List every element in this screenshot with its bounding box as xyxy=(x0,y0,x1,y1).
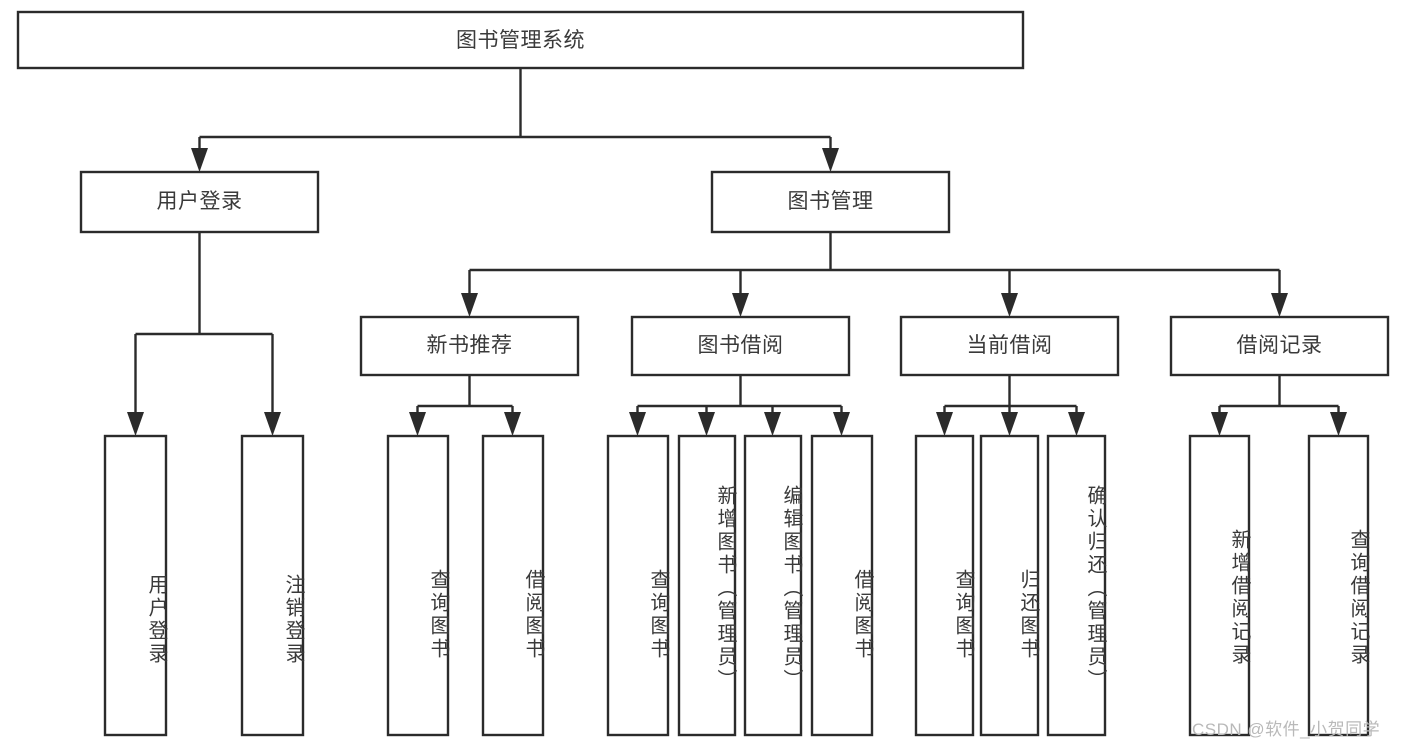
node-book-borrow-label: 图书借阅 xyxy=(698,334,784,357)
arrow-head-leaf-confirm-return-admin xyxy=(1068,412,1085,436)
leaf-box-add-borrow-record[interactable] xyxy=(1188,434,1251,737)
node-current-borrow-label: 当前借阅 xyxy=(967,334,1053,357)
leaf-box-borrow-book-1[interactable] xyxy=(481,434,545,737)
arrow-head-borrow-record xyxy=(1271,293,1288,317)
connector-group-book-borrow xyxy=(629,375,850,436)
leaf-box-user-login[interactable] xyxy=(103,434,168,737)
leaf-box-query-book-1[interactable] xyxy=(386,434,450,737)
arrow-head-leaf-edit-book-admin xyxy=(764,412,781,436)
arrow-head-leaf-query-book-2 xyxy=(629,412,646,436)
node-book-management-box xyxy=(710,170,951,234)
csdn-watermark: CSDN @软件_小贺同学 xyxy=(1192,720,1381,739)
node-new-book-recommend-label: 新书推荐 xyxy=(427,334,513,357)
node-book-management-label: 图书管理 xyxy=(788,190,874,213)
arrow-head-leaf-borrow-book-1 xyxy=(504,412,521,436)
connector-group-root xyxy=(191,68,839,172)
arrow-head-current-borrow xyxy=(1001,293,1018,317)
leaf-box-logout-login[interactable] xyxy=(240,434,305,737)
leaf-boxes xyxy=(103,434,1370,737)
node-book-management[interactable]: 图书管理 xyxy=(710,170,951,234)
arrow-head-leaf-logout-login xyxy=(264,412,281,436)
leaf-box-query-book-2[interactable] xyxy=(606,434,670,737)
leaf-box-confirm-return-admin[interactable] xyxy=(1046,434,1107,737)
arrow-head-book-management xyxy=(822,148,839,172)
node-current-borrow[interactable]: 当前借阅 xyxy=(899,315,1120,377)
connector-group-user-login xyxy=(127,232,281,436)
arrow-head-book-borrow xyxy=(732,293,749,317)
leaf-box-query-borrow-record[interactable] xyxy=(1307,434,1370,737)
node-root-title[interactable]: 图书管理系统 xyxy=(16,10,1025,70)
arrow-head-leaf-add-borrow-record xyxy=(1211,412,1228,436)
node-new-book-recommend[interactable]: 新书推荐 xyxy=(359,315,580,377)
leaf-box-add-book-admin[interactable] xyxy=(677,434,737,737)
connector-group-borrow-record xyxy=(1211,375,1347,436)
connector-group-new-book-recommend xyxy=(409,375,521,436)
node-borrow-record[interactable]: 借阅记录 xyxy=(1169,315,1390,377)
leaf-box-query-book-3[interactable] xyxy=(914,434,975,737)
leaf-box-edit-book-admin[interactable] xyxy=(743,434,803,737)
node-new-book-recommend-box xyxy=(359,315,580,377)
connector-group-book-management xyxy=(461,232,1288,317)
node-root-title-label: 图书管理系统 xyxy=(456,29,585,52)
arrow-head-leaf-query-borrow-record xyxy=(1330,412,1347,436)
arrow-head-user-login xyxy=(191,148,208,172)
connector-group-current-borrow xyxy=(936,375,1085,436)
node-user-login-label: 用户登录 xyxy=(157,190,243,213)
arrow-head-leaf-add-book-admin xyxy=(698,412,715,436)
arrow-head-leaf-query-book-3 xyxy=(936,412,953,436)
arrow-head-leaf-query-book-1 xyxy=(409,412,426,436)
node-borrow-record-label: 借阅记录 xyxy=(1237,334,1323,357)
arrow-head-new-book-recommend xyxy=(461,293,478,317)
node-borrow-record-box xyxy=(1169,315,1390,377)
node-current-borrow-box xyxy=(899,315,1120,377)
arrow-head-leaf-return-book xyxy=(1001,412,1018,436)
node-book-borrow[interactable]: 图书借阅 xyxy=(630,315,851,377)
node-root-title-box xyxy=(16,10,1025,70)
leaf-box-return-book[interactable] xyxy=(979,434,1040,737)
node-user-login-box xyxy=(79,170,320,234)
arrow-head-leaf-user-login xyxy=(127,412,144,436)
node-user-login[interactable]: 用户登录 xyxy=(79,170,320,234)
node-book-borrow-box xyxy=(630,315,851,377)
arrow-head-leaf-borrow-book-2 xyxy=(833,412,850,436)
leaf-box-borrow-book-2[interactable] xyxy=(810,434,874,737)
